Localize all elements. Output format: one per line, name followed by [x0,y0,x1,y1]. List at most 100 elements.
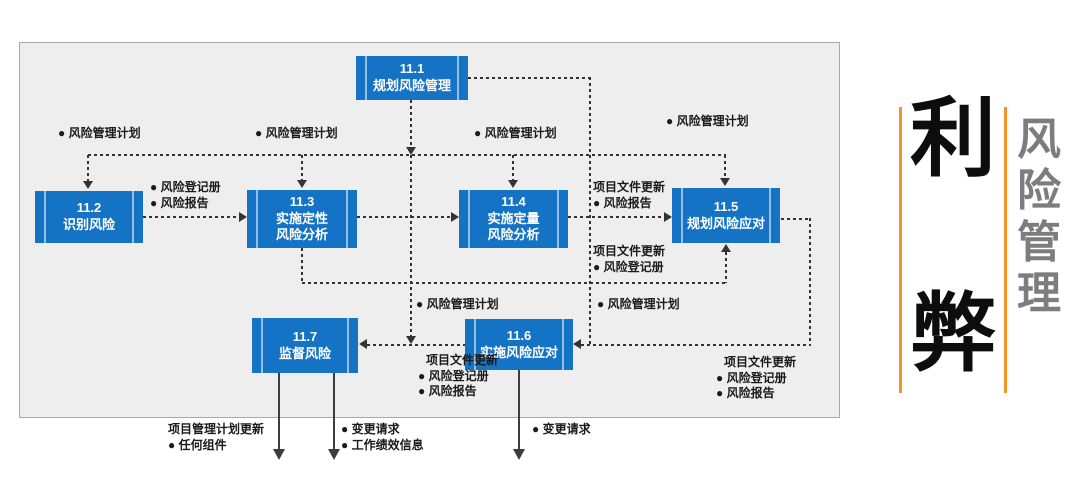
arrowhead-into-114 [451,212,459,222]
label-out-116-bottom: ● 变更请求 [532,422,591,438]
label-line: ● 工作绩效信息 [341,437,424,452]
accent-bar-right [1004,107,1007,393]
label-line: ● 任何组件 [168,437,227,452]
arrowhead-output-116 [513,449,525,460]
process-box-11-5[interactable]: 11.5 规划风险应对 [672,188,780,243]
arrowhead-down-from-111 [406,147,416,155]
output-line-117-b [333,373,335,450]
label-line: ● 风险登记册 [418,368,489,383]
connector-113-bottom [301,248,303,283]
connector-drop-114 [512,155,514,181]
label-line: 项目文件更新 [593,244,666,258]
output-line-117-a [278,373,280,450]
headline-char-bottom: 弊 [910,286,996,382]
connector-up-115 [725,252,727,283]
connector-112-to-113 [143,216,239,218]
connector-115-down [809,218,811,346]
label-plan-to-113: ● 风险管理计划 [255,126,338,142]
process-name: 识别风险 [62,217,115,232]
process-name: 风险分析 [275,227,328,243]
label-plan-to-114: ● 风险管理计划 [474,126,557,142]
label-line: ● 风险报告 [593,195,652,210]
process-id: 11.5 [713,198,739,214]
label-line: ● 风险登记册 [150,180,221,194]
label-plan-to-115: ● 风险管理计划 [666,114,749,130]
label-line: ● 风险报告 [418,384,477,399]
label-line: ● 风险管理计划 [597,297,680,311]
connector-113-to-114 [357,216,451,218]
label-out-116-to-117: 项目文件更新 ● 风险登记册 ● 风险报告 [418,353,498,400]
connector-111-down [410,100,412,147]
process-box-11-1[interactable]: 11.1 规划风险管理 [356,56,468,100]
arrowhead-into-113-top [297,180,307,188]
label-out-112: ● 风险登记册 ● 风险报告 [150,180,221,211]
label-line: ● 风险登记册 [716,370,787,385]
label-out-113-to-115: 项目文件更新 ● 风险登记册 [593,244,665,275]
label-line: ● 风险管理计划 [416,297,499,311]
accent-bar-left [899,107,902,393]
arrowhead-output-117-b [328,449,340,460]
connector-111-to-117 [410,155,412,336]
arrowhead-into-114-top [508,180,518,188]
process-name: 实施风险应对 [479,344,558,360]
label-plan-to-117: ● 风险管理计划 [416,297,499,313]
connector-distribution-line [88,154,726,156]
arrowhead-into-116 [573,339,581,349]
connector-115-to-116 [581,344,810,346]
arrowhead-into-113 [239,212,247,222]
connector-116-to-117 [367,344,465,346]
process-box-11-3[interactable]: 11.3 实施定性 风险分析 [247,190,357,248]
process-name: 实施定量 [487,210,540,226]
label-line: ● 风险管理计划 [255,126,338,140]
label-out-117-right: ● 变更请求 ● 工作绩效信息 [341,422,424,453]
process-box-11-2[interactable]: 11.2 识别风险 [35,191,143,243]
label-line: ● 风险管理计划 [474,126,557,140]
process-id: 11.7 [292,328,318,344]
connector-drop-115 [724,155,726,179]
connector-drop-113 [301,155,303,181]
process-id: 11.2 [76,200,102,216]
label-line: ● 风险登记册 [593,259,664,274]
label-plan-to-116: ● 风险管理计划 [597,297,680,313]
label-line: ● 变更请求 [341,422,400,436]
label-line: ● 风险报告 [716,386,775,401]
label-line: ● 风险报告 [150,195,209,210]
label-line: 项目文件更新 [724,355,797,369]
arrowhead-into-112-top [83,181,93,189]
label-line: ● 风险管理计划 [58,126,141,140]
process-name: 监督风险 [278,345,331,361]
connector-113-to-115-bottom [302,282,727,284]
label-out-115-to-116: 项目文件更新 ● 风险登记册 ● 风险报告 [716,355,796,402]
connector-111-to-116 [589,77,591,345]
arrowhead-down-to-117-line [406,336,416,344]
connector-115-right [781,218,811,220]
process-name: 规划风险应对 [686,215,765,231]
label-line: 项目文件更新 [593,180,666,194]
process-box-11-4[interactable]: 11.4 实施定量 风险分析 [459,190,568,248]
process-id: 11.3 [289,193,315,209]
process-id: 11.4 [501,193,526,209]
connector-drop-112 [87,155,89,181]
label-line: ● 变更请求 [532,422,591,436]
process-name: 实施定性 [275,210,328,226]
output-line-116 [518,370,520,450]
arrowhead-into-115 [664,212,672,222]
headline-char-top: 利 [910,91,996,187]
process-id: 11.1 [399,61,425,77]
label-line: ● 风险管理计划 [666,114,749,128]
label-out-114-to-115: 项目文件更新 ● 风险报告 [593,180,665,211]
arrowhead-into-115-bottom [721,244,731,252]
process-id: 11.6 [506,327,532,343]
process-box-11-6[interactable]: 11.6 实施风险应对 [465,319,573,370]
process-name: 规划风险管理 [372,78,451,93]
arrowhead-into-115-top [720,178,730,186]
label-plan-to-112: ● 风险管理计划 [58,126,141,142]
arrowhead-output-117-a [273,449,285,460]
connector-111-right [468,77,591,79]
process-box-11-7[interactable]: 11.7 监督风险 [252,318,358,373]
label-line: 项目管理计划更新 [168,422,265,436]
connector-114-to-115 [568,216,664,218]
label-line: 项目文件更新 [426,353,499,367]
arrowhead-into-117 [359,339,367,349]
